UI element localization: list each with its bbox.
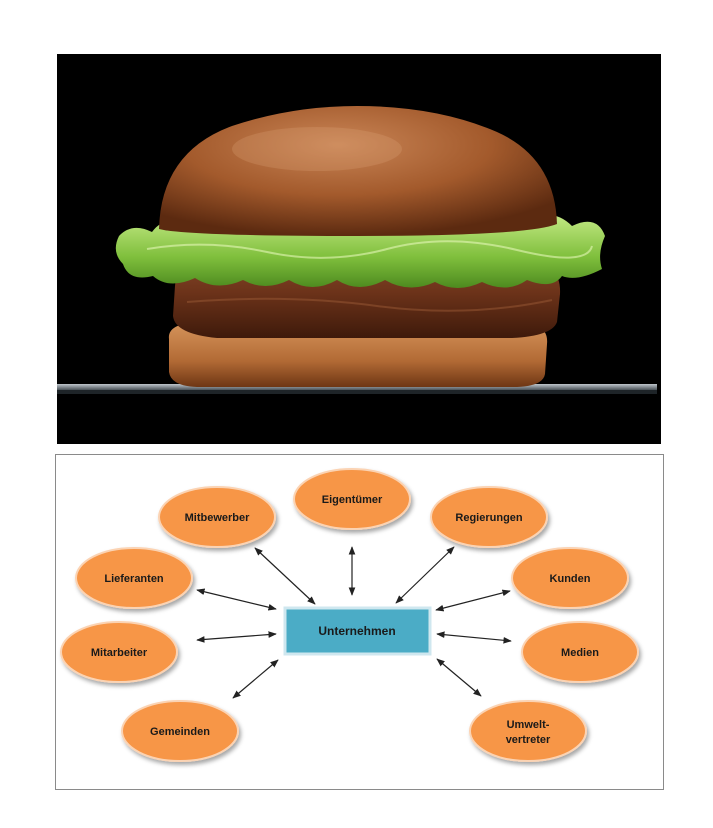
hamburger-photo xyxy=(57,54,661,444)
node-eigentuemer: Eigentümer xyxy=(293,468,411,530)
node-regierungen: Regierungen xyxy=(430,486,548,548)
node-label-line-2: vertreter xyxy=(506,734,551,746)
node-label: Medien xyxy=(561,647,599,659)
node-label: Mitarbeiter xyxy=(91,647,148,659)
node-lieferanten: Lieferanten xyxy=(75,547,193,609)
node-gemeinden: Gemeinden xyxy=(121,700,239,762)
node-mitbewerber: Mitbewerber xyxy=(158,486,276,548)
top-bun xyxy=(159,106,557,236)
arrow-medien xyxy=(436,631,512,644)
node-ellipse xyxy=(75,547,193,609)
bottom-bun xyxy=(168,322,548,387)
arrow-regierungen xyxy=(395,546,455,604)
node-ellipse xyxy=(430,486,548,548)
node-label: Regierungen xyxy=(455,512,523,524)
node-ellipse xyxy=(158,486,276,548)
node-mitarbeiter: Mitarbeiter xyxy=(60,621,178,683)
node-label: Mitbewerber xyxy=(185,512,251,524)
arrow-lieferanten xyxy=(196,588,277,611)
node-ellipse xyxy=(121,700,239,762)
node-ellipse xyxy=(293,468,411,530)
node-medien: Medien xyxy=(521,621,639,683)
node-ellipse xyxy=(521,621,639,683)
arrow-gemeinden xyxy=(232,659,279,699)
node-label: Eigentümer xyxy=(322,494,383,506)
connectors xyxy=(196,546,512,699)
node-umweltvertreter: Umwelt- vertreter xyxy=(469,700,587,762)
arrow-mitbewerber xyxy=(254,547,316,605)
node-ellipse xyxy=(511,547,629,609)
arrow-kunden xyxy=(435,589,511,612)
node-label: Lieferanten xyxy=(104,573,164,585)
node-label: Kunden xyxy=(550,573,591,585)
node-label: Gemeinden xyxy=(150,726,210,738)
node-label-line-1: Umwelt- xyxy=(507,719,550,731)
center-node-label: Unternehmen xyxy=(318,624,395,638)
node-ellipse xyxy=(60,621,178,683)
arrow-mitarbeiter xyxy=(196,631,277,643)
center-node-box xyxy=(283,606,432,656)
node-kunden: Kunden xyxy=(511,547,629,609)
stakeholder-diagram: Unternehmen Eigentümer Mitbewerber Regie… xyxy=(55,454,664,790)
center-node: Unternehmen xyxy=(283,606,432,656)
arrow-umweltvertreter xyxy=(436,658,482,697)
node-ellipse xyxy=(469,700,587,762)
